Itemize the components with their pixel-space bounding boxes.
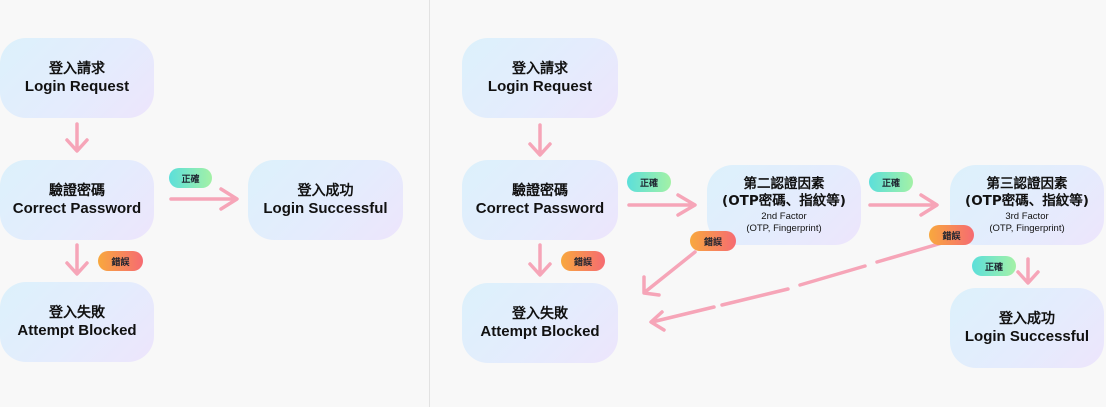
node-attempt-blocked-right: 登入失敗 Attempt Blocked xyxy=(462,283,618,363)
node-login-request-zh: 登入請求 xyxy=(49,61,105,77)
node-second-factor: 第二認證因素 (OTP密碼、指紋等) 2nd Factor (OTP, Fing… xyxy=(707,165,861,245)
arrow-third-error-to-blocked-seg3 xyxy=(720,287,790,307)
node-verify-password-right: 驗證密碼 Correct Password xyxy=(462,160,618,240)
node-verify-password: 驗證密碼 Correct Password xyxy=(0,160,154,240)
node-login-success: 登入成功 Login Successful xyxy=(248,160,403,240)
panel-divider xyxy=(429,0,430,407)
node-second-factor-sub2: (OTP, Fingerprint) xyxy=(746,223,822,234)
node-login-success-right-zh: 登入成功 xyxy=(999,311,1055,327)
node-verify-password-right-zh: 驗證密碼 xyxy=(512,183,568,199)
correct-badge-2: 正確 xyxy=(869,172,913,192)
node-login-success-en: Login Successful xyxy=(263,200,388,217)
arrow-third-error-to-blocked-seg4 xyxy=(649,305,716,332)
node-attempt-blocked: 登入失敗 Attempt Blocked xyxy=(0,282,154,362)
correct-badge: 正確 xyxy=(169,168,212,188)
correct-badge-1: 正確 xyxy=(627,172,671,192)
node-verify-password-zh: 驗證密碼 xyxy=(49,183,105,199)
node-login-request: 登入請求 Login Request xyxy=(0,38,154,118)
arrow-verify-to-second xyxy=(627,193,697,217)
node-login-request-right: 登入請求 Login Request xyxy=(462,38,618,118)
arrow-verify-to-success xyxy=(169,187,239,211)
node-third-factor-zh-detail: (OTP密碼、指紋等) xyxy=(965,193,1089,209)
correct-badge-3: 正確 xyxy=(972,256,1016,276)
node-third-factor-sub2: (OTP, Fingerprint) xyxy=(989,223,1065,234)
node-second-factor-zh: 第二認證因素 xyxy=(743,176,825,192)
arrow-third-error-to-blocked-seg1 xyxy=(875,241,944,264)
arrow-third-error-to-blocked-seg2 xyxy=(798,264,867,287)
node-login-success-zh: 登入成功 xyxy=(297,183,354,199)
node-second-factor-zh-detail: (OTP密碼、指紋等) xyxy=(722,193,846,209)
error-badge-3: 錯誤 xyxy=(929,225,974,245)
node-verify-password-en: Correct Password xyxy=(12,200,142,217)
node-login-request-en: Login Request xyxy=(24,78,130,95)
arrow-third-to-success xyxy=(1016,257,1040,285)
arrow-verify-to-blocked xyxy=(65,243,89,276)
node-login-success-right-en: Login Successful xyxy=(964,328,1090,345)
node-second-factor-sub1: 2nd Factor xyxy=(761,211,807,222)
error-badge-1: 錯誤 xyxy=(561,251,605,271)
node-third-factor: 第三認證因素 (OTP密碼、指紋等) 3rd Factor (OTP, Fing… xyxy=(950,165,1104,245)
arrow-second-error-to-blocked xyxy=(642,250,697,297)
node-third-factor-zh: 第三認證因素 xyxy=(986,176,1068,192)
node-attempt-blocked-right-en: Attempt Blocked xyxy=(480,323,600,340)
node-login-request-right-zh: 登入請求 xyxy=(512,61,568,77)
node-attempt-blocked-zh: 登入失敗 xyxy=(49,305,105,321)
node-third-factor-sub1: 3rd Factor xyxy=(1005,211,1049,222)
error-badge: 錯誤 xyxy=(98,251,143,271)
node-login-success-right: 登入成功 Login Successful xyxy=(950,288,1104,368)
arrow-request-to-verify xyxy=(65,122,89,153)
arrow-request-to-verify-right xyxy=(528,123,552,157)
error-badge-2: 錯誤 xyxy=(690,231,736,251)
node-login-request-right-en: Login Request xyxy=(487,78,593,95)
arrow-verify-to-blocked-right xyxy=(528,243,552,277)
arrow-second-to-third xyxy=(868,193,939,217)
node-attempt-blocked-en: Attempt Blocked xyxy=(17,322,137,339)
node-attempt-blocked-right-zh: 登入失敗 xyxy=(512,306,568,322)
node-verify-password-right-en: Correct Password xyxy=(475,200,605,217)
